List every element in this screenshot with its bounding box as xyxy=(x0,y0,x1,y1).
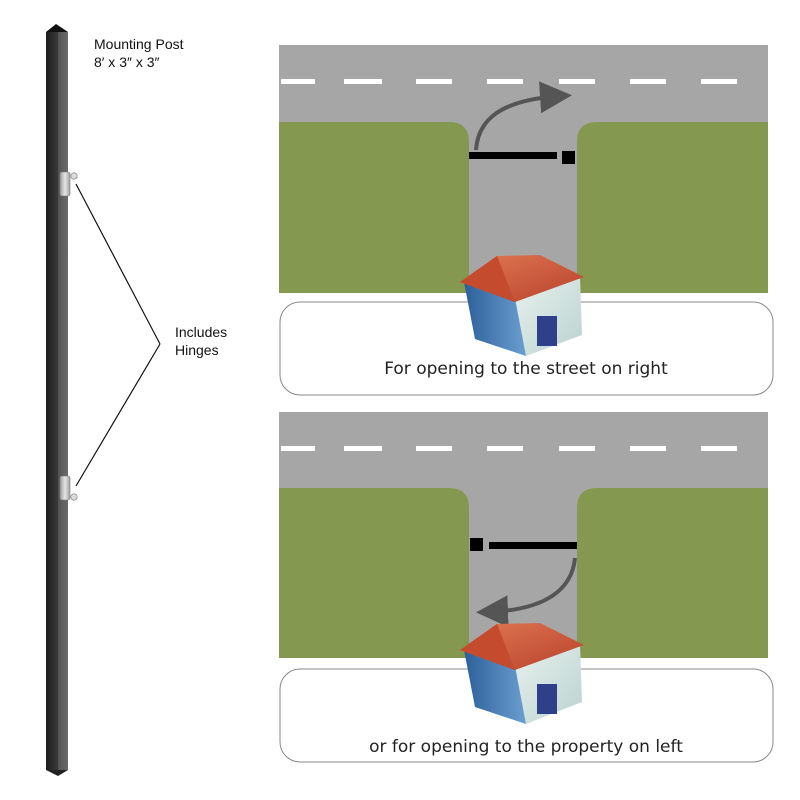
house-icon xyxy=(460,255,584,356)
hinges-label-line2: Hinges xyxy=(175,342,219,358)
hinges-label: Includes Hinges xyxy=(175,324,231,358)
lawn-right xyxy=(577,122,768,293)
gate-latch-post-icon xyxy=(470,538,483,551)
callout-line-lower xyxy=(75,343,161,487)
hinge-callout: Includes Hinges xyxy=(75,183,231,487)
hinge-lower xyxy=(59,475,78,501)
house-roof-front xyxy=(460,624,515,670)
hinge-icon xyxy=(59,171,71,197)
house-door xyxy=(537,316,557,346)
swing-arrow-icon xyxy=(474,81,572,151)
lawn-right xyxy=(577,488,768,658)
swing-arrow-icon xyxy=(476,557,577,628)
gate-latch-post-icon xyxy=(562,151,575,164)
gate-arm-icon xyxy=(489,542,577,549)
caption-street-right: For opening to the street on right xyxy=(384,359,668,379)
hinge-upper xyxy=(59,171,78,197)
hinge-icon xyxy=(59,475,71,501)
house-front-wall xyxy=(464,282,526,356)
panel-street-right: For opening to the street on right xyxy=(279,45,774,396)
house-door xyxy=(537,684,557,714)
hinge-pin-icon xyxy=(70,493,78,501)
gate-arm-icon xyxy=(469,152,557,159)
lawn-left xyxy=(279,122,469,293)
callout-line-upper xyxy=(75,183,161,345)
post-bottom-icon xyxy=(46,770,68,776)
post-label: Mounting Post 8′ x 3″ x 3″ xyxy=(94,36,187,70)
post-icon xyxy=(46,32,68,770)
road-center-dashes xyxy=(281,446,770,451)
house-icon xyxy=(460,623,584,724)
road-center-dashes xyxy=(281,79,770,84)
hinge-pin-icon xyxy=(70,172,78,180)
caption-property-left: or for opening to the property on left xyxy=(369,737,683,757)
hinges-label-line1: Includes xyxy=(175,324,227,340)
house-front-wall xyxy=(464,650,526,724)
house-roof-front xyxy=(460,256,515,302)
panel-property-left: or for opening to the property on left xyxy=(279,412,774,763)
mounting-post xyxy=(46,24,68,776)
post-label-line1: Mounting Post xyxy=(94,36,184,52)
lawn-left xyxy=(279,488,469,658)
post-label-line2: 8′ x 3″ x 3″ xyxy=(94,54,159,70)
